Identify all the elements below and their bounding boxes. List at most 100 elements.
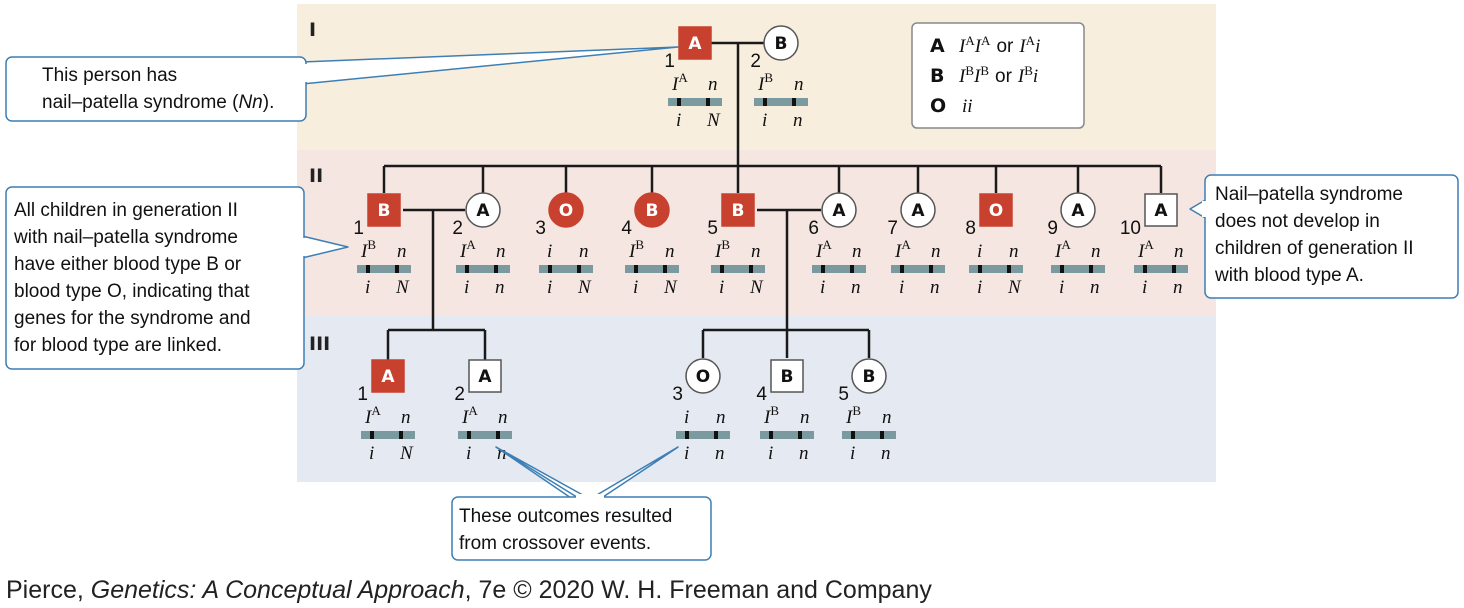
figure-credit: Pierce, Genetics: A Conceptual Approach,… <box>6 576 932 604</box>
chromosome-bar <box>539 265 593 273</box>
unaffected-female-symbol <box>1060 192 1096 228</box>
unaffected-male-symbol <box>770 359 804 393</box>
locus-marker <box>467 431 471 439</box>
locus-marker <box>706 98 710 106</box>
legend-symbol-A: A <box>930 35 945 57</box>
locus-marker <box>395 265 399 273</box>
locus-marker <box>792 98 796 106</box>
chromosome-bar <box>1051 265 1105 273</box>
blood-type-label: B <box>863 367 876 387</box>
locus-marker <box>1172 265 1176 273</box>
generation-label-I: I <box>309 19 316 41</box>
locus-marker <box>821 265 825 273</box>
individual-number: 5 <box>707 218 718 239</box>
affected-female-symbol <box>634 192 670 228</box>
locus-marker <box>370 431 374 439</box>
unaffected-female-symbol <box>685 358 721 394</box>
locus-marker <box>577 265 581 273</box>
locus-marker <box>851 431 855 439</box>
unaffected-male-symbol <box>1144 193 1178 227</box>
locus-marker <box>634 265 638 273</box>
callout-nn-line1: This person has <box>42 65 177 86</box>
chromosome-bar <box>676 431 730 439</box>
callout-crossover: These outcomes resulted from crossover e… <box>451 446 712 561</box>
locus-marker <box>1143 265 1147 273</box>
individual-number: 4 <box>621 218 632 239</box>
blood-type-label: A <box>1154 201 1168 221</box>
individual-number: 6 <box>808 218 819 239</box>
individual-number: 8 <box>965 218 976 239</box>
callout-type-a: Nail–patella syndrome does not develop i… <box>1189 174 1459 299</box>
blood-type-label: A <box>478 367 492 387</box>
chromosome-bar <box>668 98 722 106</box>
blood-type-label: B <box>732 201 745 221</box>
chromosome-bar <box>754 98 808 106</box>
affected-male-symbol <box>678 26 712 60</box>
unaffected-female-symbol <box>465 192 501 228</box>
individual-number: 9 <box>1047 218 1058 239</box>
locus-marker <box>677 98 681 106</box>
locus-marker <box>496 431 500 439</box>
chromosome-bar <box>458 431 512 439</box>
callout-type-a-line: children of generation II <box>1215 238 1414 259</box>
locus-marker <box>366 265 370 273</box>
locus-marker <box>465 265 469 273</box>
locus-marker <box>714 431 718 439</box>
individual-number: 3 <box>535 218 546 239</box>
unaffected-female-symbol <box>763 25 799 61</box>
individual-number: 1 <box>664 51 675 72</box>
legend-symbol-O: O <box>930 95 946 117</box>
chromosome-bar <box>842 431 896 439</box>
unaffected-female-symbol <box>851 358 887 394</box>
unaffected-female-symbol <box>900 192 936 228</box>
generation-label-II: II <box>309 165 323 187</box>
callout-linked-line: for blood type are linked. <box>14 335 222 356</box>
locus-marker <box>494 265 498 273</box>
chromosome-bar <box>456 265 510 273</box>
chromosome-bar <box>812 265 866 273</box>
individual-number: 1 <box>357 384 368 405</box>
locus-marker <box>798 431 802 439</box>
blood-type-label: A <box>1071 201 1085 221</box>
locus-marker <box>929 265 933 273</box>
individual-number: 4 <box>756 384 767 405</box>
affected-male-symbol <box>979 193 1013 227</box>
individual-number: 2 <box>750 51 761 72</box>
individual-number: 1 <box>353 218 364 239</box>
blood-type-label: O <box>989 201 1003 221</box>
affected-male-symbol <box>721 193 755 227</box>
callout-linked-line: with nail–patella syndrome <box>13 227 238 248</box>
